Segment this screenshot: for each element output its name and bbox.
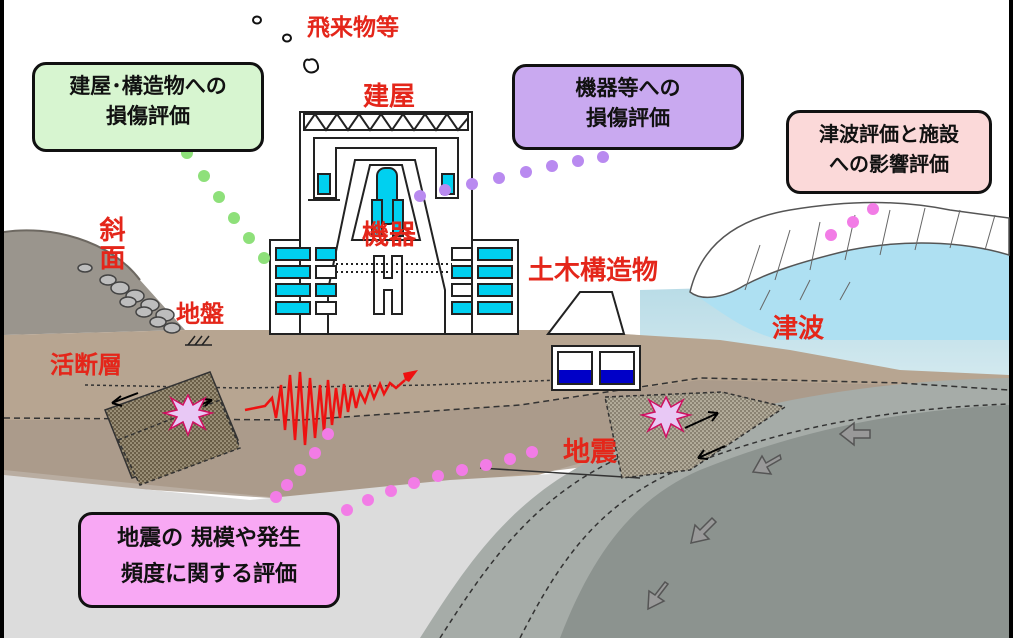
seismic-wave-icon [244, 371, 406, 446]
callout-building-damage-line1: 建屋･構造物への [69, 74, 227, 98]
connector-tsunami-eval [825, 203, 879, 241]
label-active-fault: 活断層 [50, 351, 122, 379]
plate-motion-arrows [647, 421, 871, 611]
callout-equipment-damage-line2: 損傷評価 [586, 106, 670, 130]
label-equipment: 機器 [362, 220, 416, 251]
ground-crack-icon [185, 335, 212, 346]
reactor-building [269, 111, 519, 335]
callout-building-damage: 建屋･構造物への 損傷評価 [32, 62, 264, 152]
civil-structure-embankment [545, 291, 626, 335]
callout-earthquake-eval-line1: 地震の 規模や発生 [117, 526, 301, 551]
subduction-hypocenter-burst-icon [639, 395, 693, 440]
connector-building-damage [181, 147, 270, 264]
callout-tsunami-eval: 津波評価と施設 への影響評価 [786, 110, 992, 194]
fault-hypocenter-burst-icon [161, 393, 215, 438]
label-ground: 地盤 [176, 300, 224, 328]
slope-rocks [77, 263, 181, 334]
label-missiles: 飛来物等 [307, 15, 399, 41]
label-building: 建屋 [363, 82, 416, 112]
callout-earthquake-eval-line2: 頻度に関する評価 [120, 562, 297, 587]
callout-earthquake-eval: 地震の 規模や発生 頻度に関する評価 [78, 512, 340, 608]
label-tsunami: 津波 [772, 314, 825, 344]
intake-channel [551, 345, 641, 391]
missile-objects-icon [252, 15, 320, 74]
label-earthquake: 地震 [563, 437, 617, 468]
callout-equipment-damage: 機器等への 損傷評価 [512, 64, 744, 150]
callout-building-damage-line2: 損傷評価 [106, 104, 190, 128]
callout-tsunami-eval-line1: 津波評価と施設 [819, 122, 959, 146]
callout-equipment-damage-line1: 機器等への [575, 76, 681, 100]
connector-equipment-damage [414, 151, 609, 202]
label-slope: 斜面 [95, 216, 125, 272]
callout-tsunami-eval-line2: への影響評価 [829, 152, 949, 176]
connector-earthquake-eval [270, 428, 538, 516]
label-civil-structure: 土木構造物 [528, 256, 659, 286]
oceanic-plate [560, 405, 1009, 638]
